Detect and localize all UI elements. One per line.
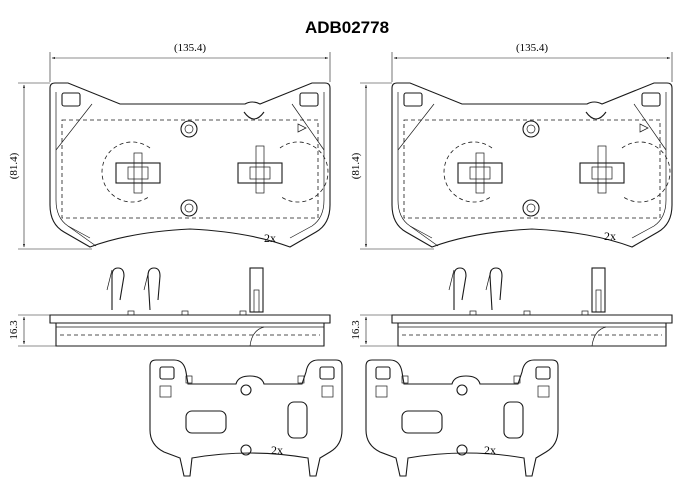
shim-right [365, 359, 559, 477]
pad-qty-note-left: 2x [264, 231, 276, 245]
shim-qty-note-right: 2x [484, 443, 496, 457]
shim-qty-note-left: 2x [271, 443, 283, 457]
height-dimension-right: (81.4) [350, 82, 434, 250]
pad-qty-note-right: 2x [604, 229, 616, 243]
pad-side-view-right [391, 267, 673, 347]
width-dimension-left: (135.4) [49, 42, 331, 82]
part-number-title: ADB02778 [304, 18, 390, 37]
width-dimension-right: (135.4) [391, 42, 673, 82]
thickness-label-left: 16.3 [8, 320, 20, 340]
width-label-left: (135.4) [174, 42, 206, 54]
width-label-right: (135.4) [516, 42, 548, 54]
thickness-dimension-right: 16.3 [350, 314, 398, 347]
pad-front-view-left [49, 82, 331, 248]
thickness-dimension-left: 16.3 [8, 314, 56, 347]
height-label-right: (81.4) [350, 152, 362, 179]
pad-front-view-right [391, 82, 673, 248]
thickness-label-right: 16.3 [350, 320, 362, 340]
shim-left [149, 359, 343, 477]
pad-side-view-left [49, 267, 331, 347]
height-label-left: (81.4) [8, 152, 20, 179]
height-dimension-left: (81.4) [8, 82, 92, 250]
